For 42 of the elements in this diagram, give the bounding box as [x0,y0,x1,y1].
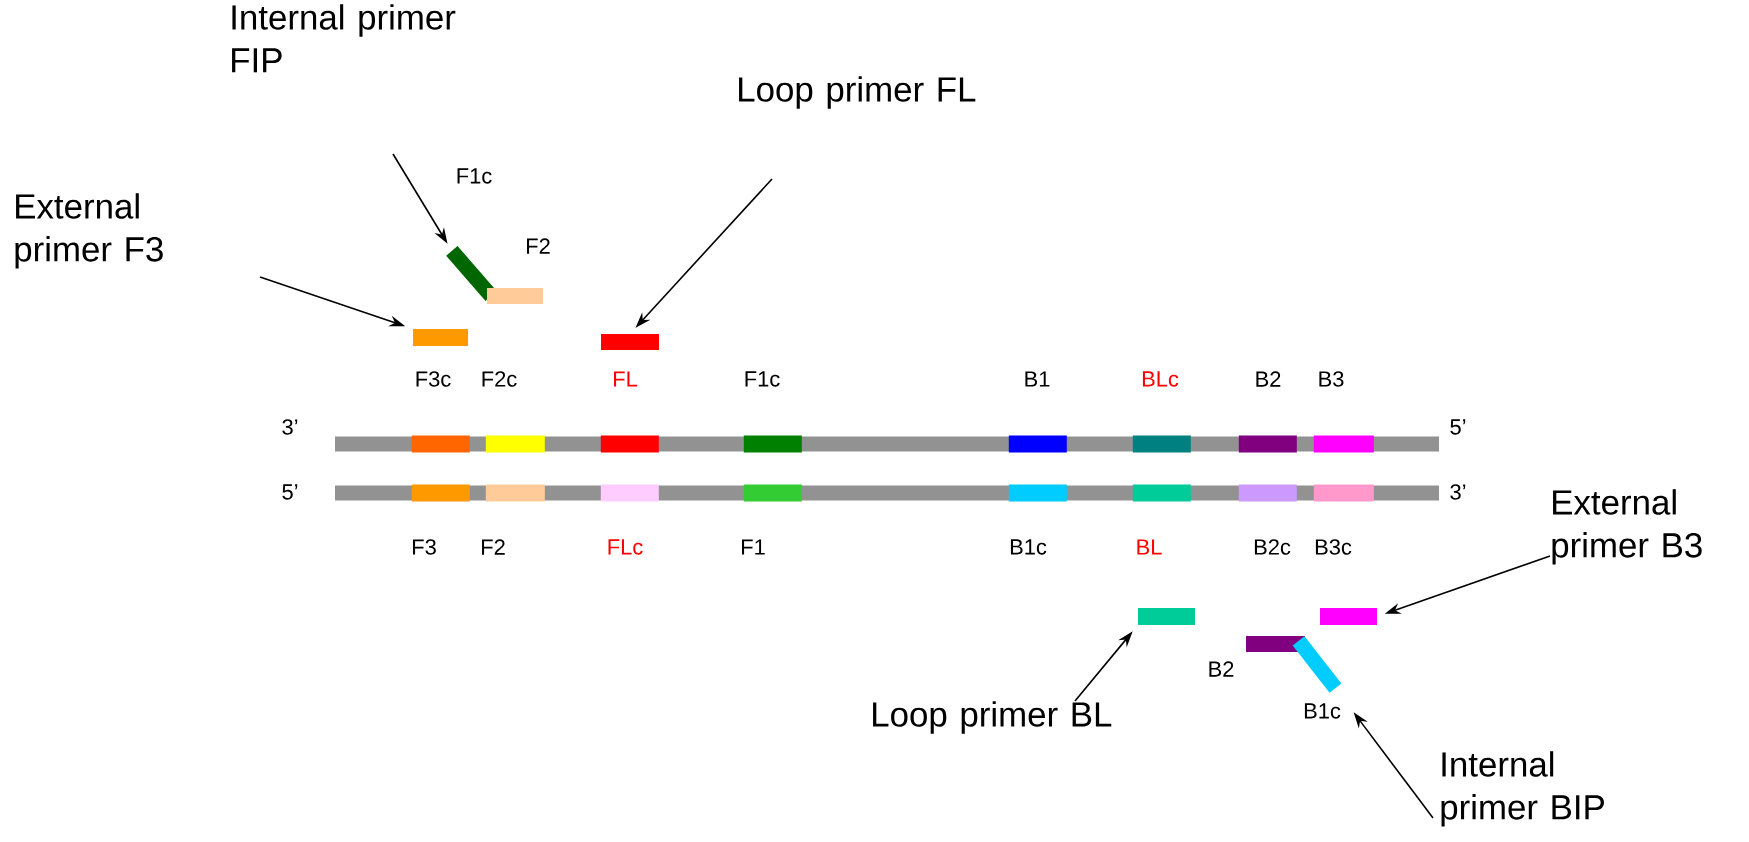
region-label: FLc [608,539,643,555]
region-label: F1c [457,168,492,184]
region-label: B1c [1010,539,1047,555]
primer-label: External primer F3 [15,193,163,269]
primer-label: Internal primer BIP [1441,751,1604,827]
region-label: F2 [527,238,550,254]
region-label: F2c [482,371,517,387]
region-label: B3c [1315,539,1352,555]
region-label: F2 [482,539,505,555]
region-label: F3 [413,539,436,555]
region-bar [1138,608,1195,625]
region-bar [743,435,802,453]
region-label: 5’ [282,484,298,500]
region-label: BLc [1142,371,1179,387]
region-bar [413,329,468,346]
region-label: FL [614,371,638,387]
primer-label: Internal primer FIP [232,4,456,73]
region-label: 3’ [1450,484,1466,500]
region-label: B3 [1319,371,1344,387]
region-label: B2 [1256,371,1281,387]
region-bar [600,435,659,453]
region-label: F3c [416,371,451,387]
primer-label: External primer B3 [1552,489,1702,565]
region-label: 3’ [282,419,298,435]
region-label: F1 [742,539,765,555]
region-bar [1132,435,1191,453]
region-label: B2 [1209,661,1234,677]
region-bar [485,435,545,453]
primer-label: Loop primer FL [739,76,976,109]
region-label: B1c [1304,703,1341,719]
region-label: B1 [1025,371,1050,387]
region-label: BL [1137,539,1162,555]
region-bar [601,334,659,350]
region-bar [1008,435,1067,453]
region-label: F1c [745,371,780,387]
region-bar [411,435,470,453]
region-bar [1238,435,1297,453]
region-label: 5’ [1450,419,1466,435]
region-bar [1320,608,1377,625]
primer-label: Loop primer BL [873,701,1112,734]
region-label: B2c [1254,539,1291,555]
region-bar [1313,435,1374,453]
